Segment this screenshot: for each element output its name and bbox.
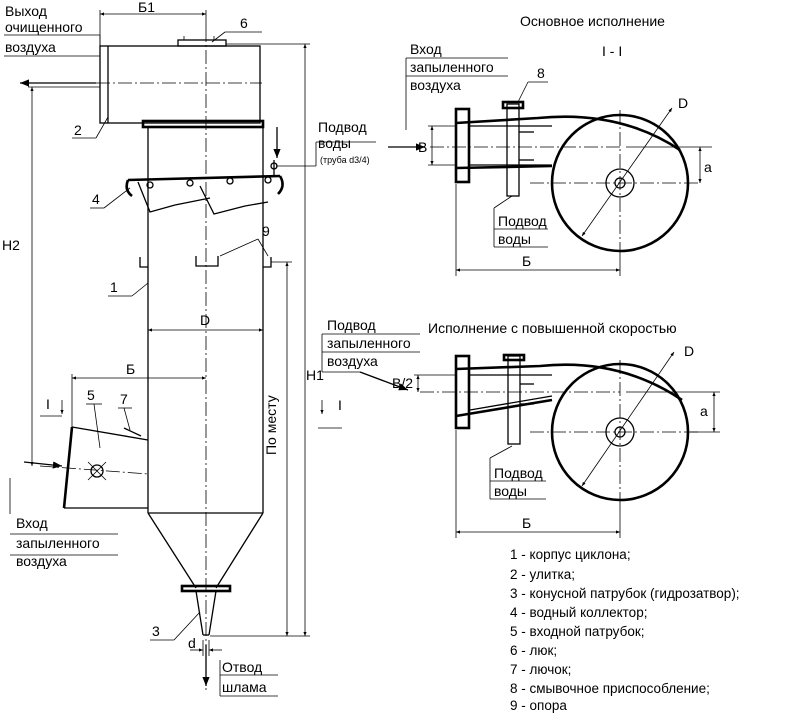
hs-inlet-label-1: Подвод [327,317,376,333]
snail-outlet [96,36,265,129]
basic-inlet-label-2: запыленного [410,59,494,75]
sludge-label: Отвод шлама [222,659,267,695]
basic-water-label-2: воды [498,231,531,247]
inlet-label-3: воздуха [16,553,67,569]
outlet-label: Выход очищенного воздуха [5,3,83,55]
basic-inlet-label: Вход запыленного воздуха [410,41,494,93]
hs-water-label-2: воды [494,483,527,499]
water-supply-label-2: воды [318,135,351,151]
inlet-label-1: Вход [16,515,48,531]
inlet-label: Вход запыленного воздуха [16,515,100,569]
main-view: Выход очищенного воздуха Б1 6 2 Подвод в… [2,0,376,697]
legend-item-2: 2 - улитка; [510,567,575,582]
dim-h1-label: Н1 [306,367,324,383]
inlet-pipe [39,426,149,509]
hs-inlet-label-3: воздуха [327,353,378,369]
legend-item-5: 5 - входной патрубок; [510,624,644,639]
in-place-label: По месту [263,395,279,455]
legend-item-6: 6 - люк; [510,643,557,658]
basic-dim-d: D [678,95,688,111]
legend: 1 - корпус циклона; 2 - улитка; 3 - кону… [510,547,740,713]
callout-5: 5 [87,387,95,403]
main-dimensions [28,10,342,656]
hs-inlet-label: Подвод запыленного воздуха [327,317,411,369]
hs-water-label: Подвод воды [494,465,543,499]
hs-inlet-label-2: запыленного [327,335,411,351]
hs-dim-bw: Б [522,515,531,531]
basic-inlet-label-1: Вход [410,41,442,57]
legend-item-1: 1 - корпус циклона; [510,547,631,562]
callout-9: 9 [262,223,270,239]
water-supply-label: Подвод воды (труба d3/4) [318,119,370,165]
water-pipe-note: (труба d3/4) [320,155,370,165]
basic-version-title: Основное исполнение [520,13,665,29]
inlet-arrow [23,461,63,469]
hs-water-label-1: Подвод [494,465,543,481]
callout-1: 1 [110,279,118,295]
dim-b1-label: Б1 [138,0,155,15]
sludge-label-1: Отвод [222,659,262,675]
callout-2: 2 [74,122,82,138]
legend-item-4: 4 - водный коллектор; [510,605,647,620]
sludge-label-2: шлама [222,679,267,695]
callout-6: 6 [240,15,248,31]
dim-h2-label: Н2 [2,237,20,253]
legend-item-8: 8 - смывочное приспособление; [510,681,710,696]
outlet-label-2: очищенного [5,19,83,35]
high-speed-version-view: Исполнение с повышенной скоростью Подвод… [321,317,720,538]
dim-b-label: Б [126,361,135,377]
inlet-label-2: запыленного [16,535,100,551]
legend-item-3: 3 - конусной патрубок (гидрозатвор); [510,586,740,601]
high-speed-title: Исполнение с повышенной скоростью [428,320,677,336]
outlet-label-1: Выход [5,3,47,19]
callout-3: 3 [152,623,160,639]
basic-version-view: Основное исполнение I - I Вход запыленно… [388,13,712,276]
basic-dim-b: В [418,139,427,155]
hs-dim-d: D [684,343,694,359]
leader-lines [4,31,376,697]
basic-dim-a: а [704,159,712,175]
dim-d-small-label: d [188,635,196,651]
hs-inlet-arrow [359,371,409,391]
section-mark-left: I [46,396,50,412]
basic-dim-bw: Б [522,253,531,269]
basic-water-label: Подвод воды [498,213,547,247]
basic-section-label: I - I [602,43,622,59]
outlet-label-3: воздуха [5,39,56,55]
callout-7: 7 [120,391,128,407]
callout-4: 4 [92,191,100,207]
basic-callout-8: 8 [537,65,545,81]
section-mark-right: I [338,397,342,413]
hs-dim-b2: В/2 [392,375,413,391]
legend-item-7: 7 - лючок; [510,662,571,677]
cyclone-body [125,127,284,636]
legend-item-9: 9 - опора [510,698,567,713]
dim-d-label: D [200,312,210,328]
hs-dim-a: а [700,403,708,419]
basic-water-label-1: Подвод [498,213,547,229]
basic-inlet-label-3: воздуха [410,77,461,93]
water-supply-label-1: Подвод [318,119,367,135]
